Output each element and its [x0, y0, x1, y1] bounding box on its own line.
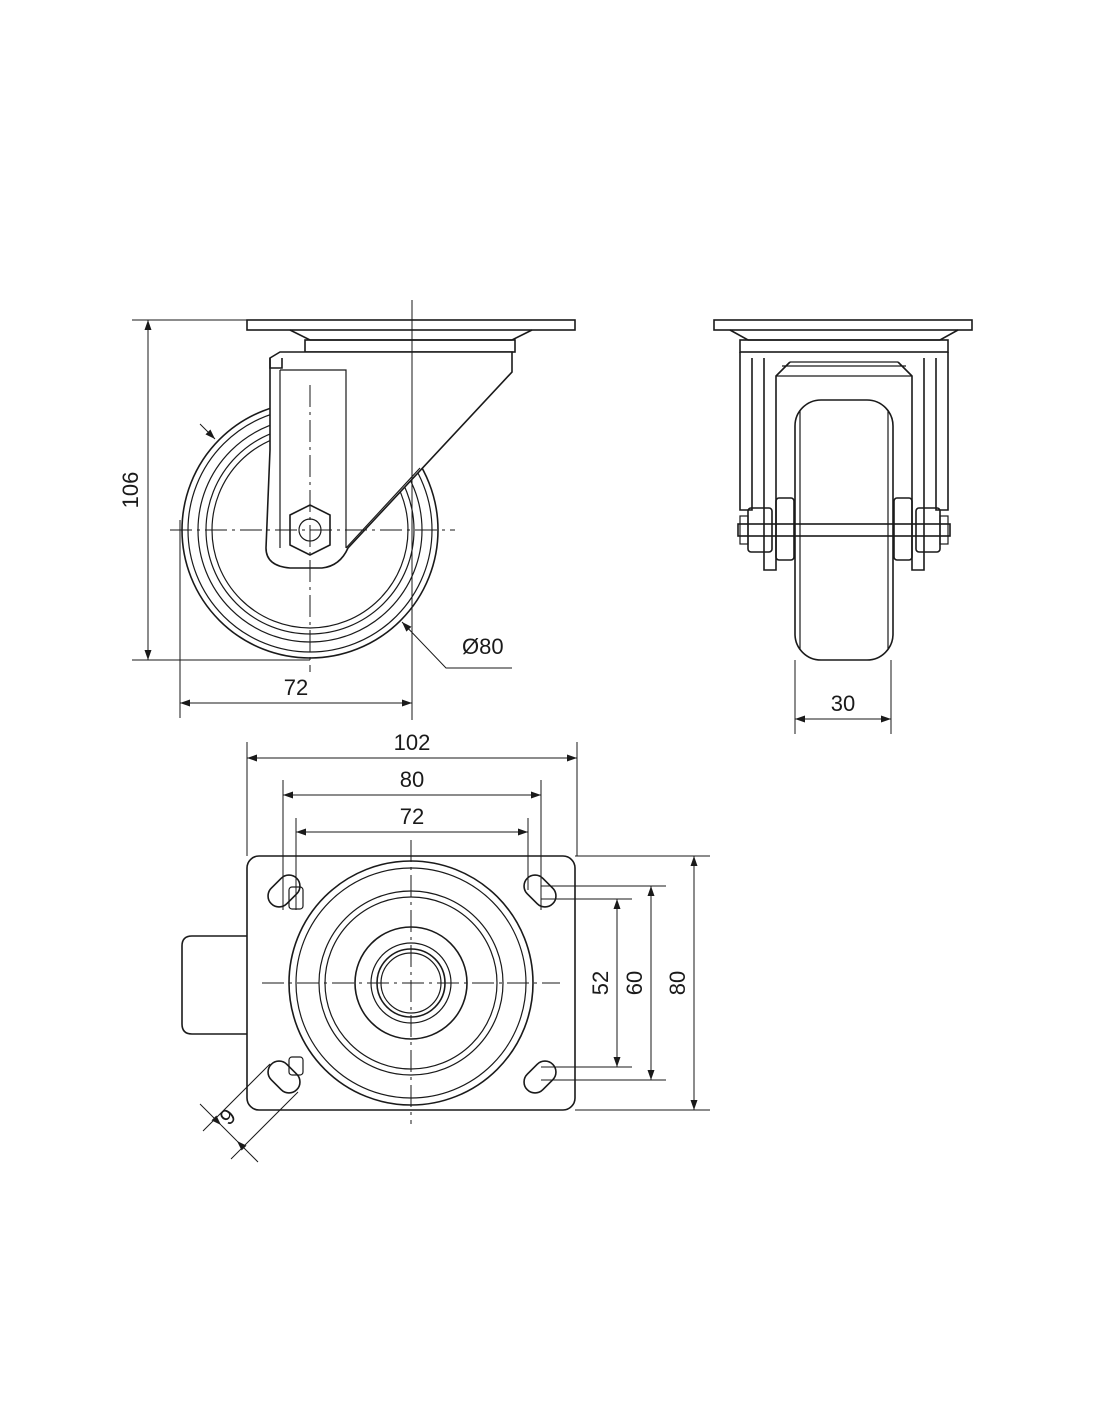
dim-hole-inner-label: 72 — [400, 804, 424, 829]
dim-offset-label: 72 — [284, 675, 308, 700]
dim-slot-width-label: 9 — [215, 1104, 241, 1130]
top-slot-holes — [267, 874, 557, 1094]
side-view: 106 72 Ø80 — [118, 300, 576, 720]
dim-hole-inner-v-label: 52 — [588, 971, 613, 995]
front-view: 30 — [713, 319, 973, 734]
front-fork-left — [739, 352, 753, 511]
dim-plate-height-label: 80 — [665, 971, 690, 995]
front-nut-right — [915, 507, 941, 553]
side-fork — [265, 351, 513, 569]
top-view: 102 80 72 52 60 80 9 — [181, 730, 710, 1163]
side-plate-boss — [289, 329, 533, 341]
dim-diameter-leader — [401, 621, 512, 669]
dim-hole-outer-v-label: 60 — [622, 971, 647, 995]
dim-height-label: 106 — [118, 472, 143, 509]
front-wheel — [794, 399, 894, 661]
dim-wheel-width-label: 30 — [831, 691, 855, 716]
dim-hole-outer-label: 80 — [400, 767, 424, 792]
dim-diameter-label: Ø80 — [462, 634, 504, 659]
side-mount-plate — [246, 319, 576, 331]
front-mount-plate — [713, 319, 973, 331]
dim-plate-width-label: 102 — [394, 730, 431, 755]
top-brake-pedal — [181, 935, 247, 1035]
side-brake-tab — [269, 358, 283, 369]
side-swivel-ring — [304, 339, 516, 353]
front-nut-left — [747, 507, 773, 553]
front-axle — [737, 523, 951, 537]
front-fork-right — [935, 352, 949, 511]
